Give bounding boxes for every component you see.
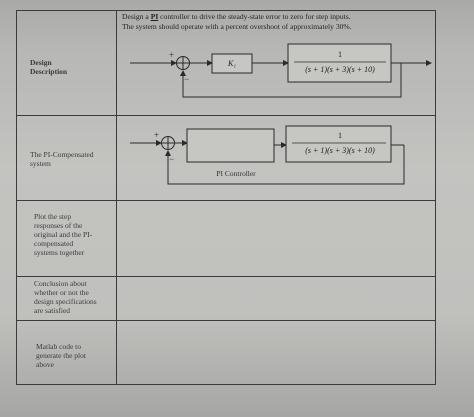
plus-sign: + <box>169 50 174 60</box>
feedback-path-2 <box>165 145 405 185</box>
problem-line-1: Design a PI controller to drive the stea… <box>122 12 351 21</box>
row-label-matlab-code: Matlab code to generate the plot above <box>36 342 86 369</box>
gain-label: K₁ <box>227 59 236 68</box>
plant-numerator: 1 <box>338 50 342 59</box>
plant-denominator-2: (s + 1)(s + 3)(s + 10) <box>305 146 375 155</box>
minus-sign-2: − <box>169 154 174 164</box>
table-border-right <box>435 10 436 385</box>
row-label-plot-step-responses: Plot the step responses of the original … <box>34 212 93 257</box>
plant-block <box>287 43 392 83</box>
row-label-conclusion: Conclusion about whether or not the desi… <box>34 279 97 315</box>
table-border-top <box>16 10 436 11</box>
row-label-pi-compensated-system: The PI-Compensated system <box>30 150 94 168</box>
row-divider-2 <box>16 200 436 201</box>
minus-sign: − <box>184 74 189 84</box>
table-border-left <box>16 10 17 385</box>
diagram-original-system <box>130 43 432 98</box>
row-divider-4 <box>16 320 436 321</box>
summing-junction <box>176 56 190 70</box>
pi-controller-block <box>186 128 275 163</box>
problem-statement: Design a PI controller to drive the stea… <box>122 12 352 32</box>
column-divider <box>116 10 117 385</box>
row-divider-1 <box>16 115 436 116</box>
row-divider-3 <box>16 276 436 277</box>
plant-denominator: (s + 1)(s + 3)(s + 10) <box>305 65 375 74</box>
pi-controller-label: PI Controller <box>216 169 256 178</box>
diagram-pi-compensated-system <box>130 125 405 185</box>
table-border-bottom <box>16 384 436 385</box>
summing-junction-2 <box>161 136 175 150</box>
problem-line-2: The system should operate with a percent… <box>122 22 352 31</box>
design-table <box>16 10 436 385</box>
feedback-path <box>180 63 402 98</box>
plant-block-2 <box>285 125 392 163</box>
plus-sign-2: + <box>154 130 159 140</box>
plant-numerator-2: 1 <box>338 131 342 140</box>
row-label-design-description: Design Description <box>30 58 68 76</box>
